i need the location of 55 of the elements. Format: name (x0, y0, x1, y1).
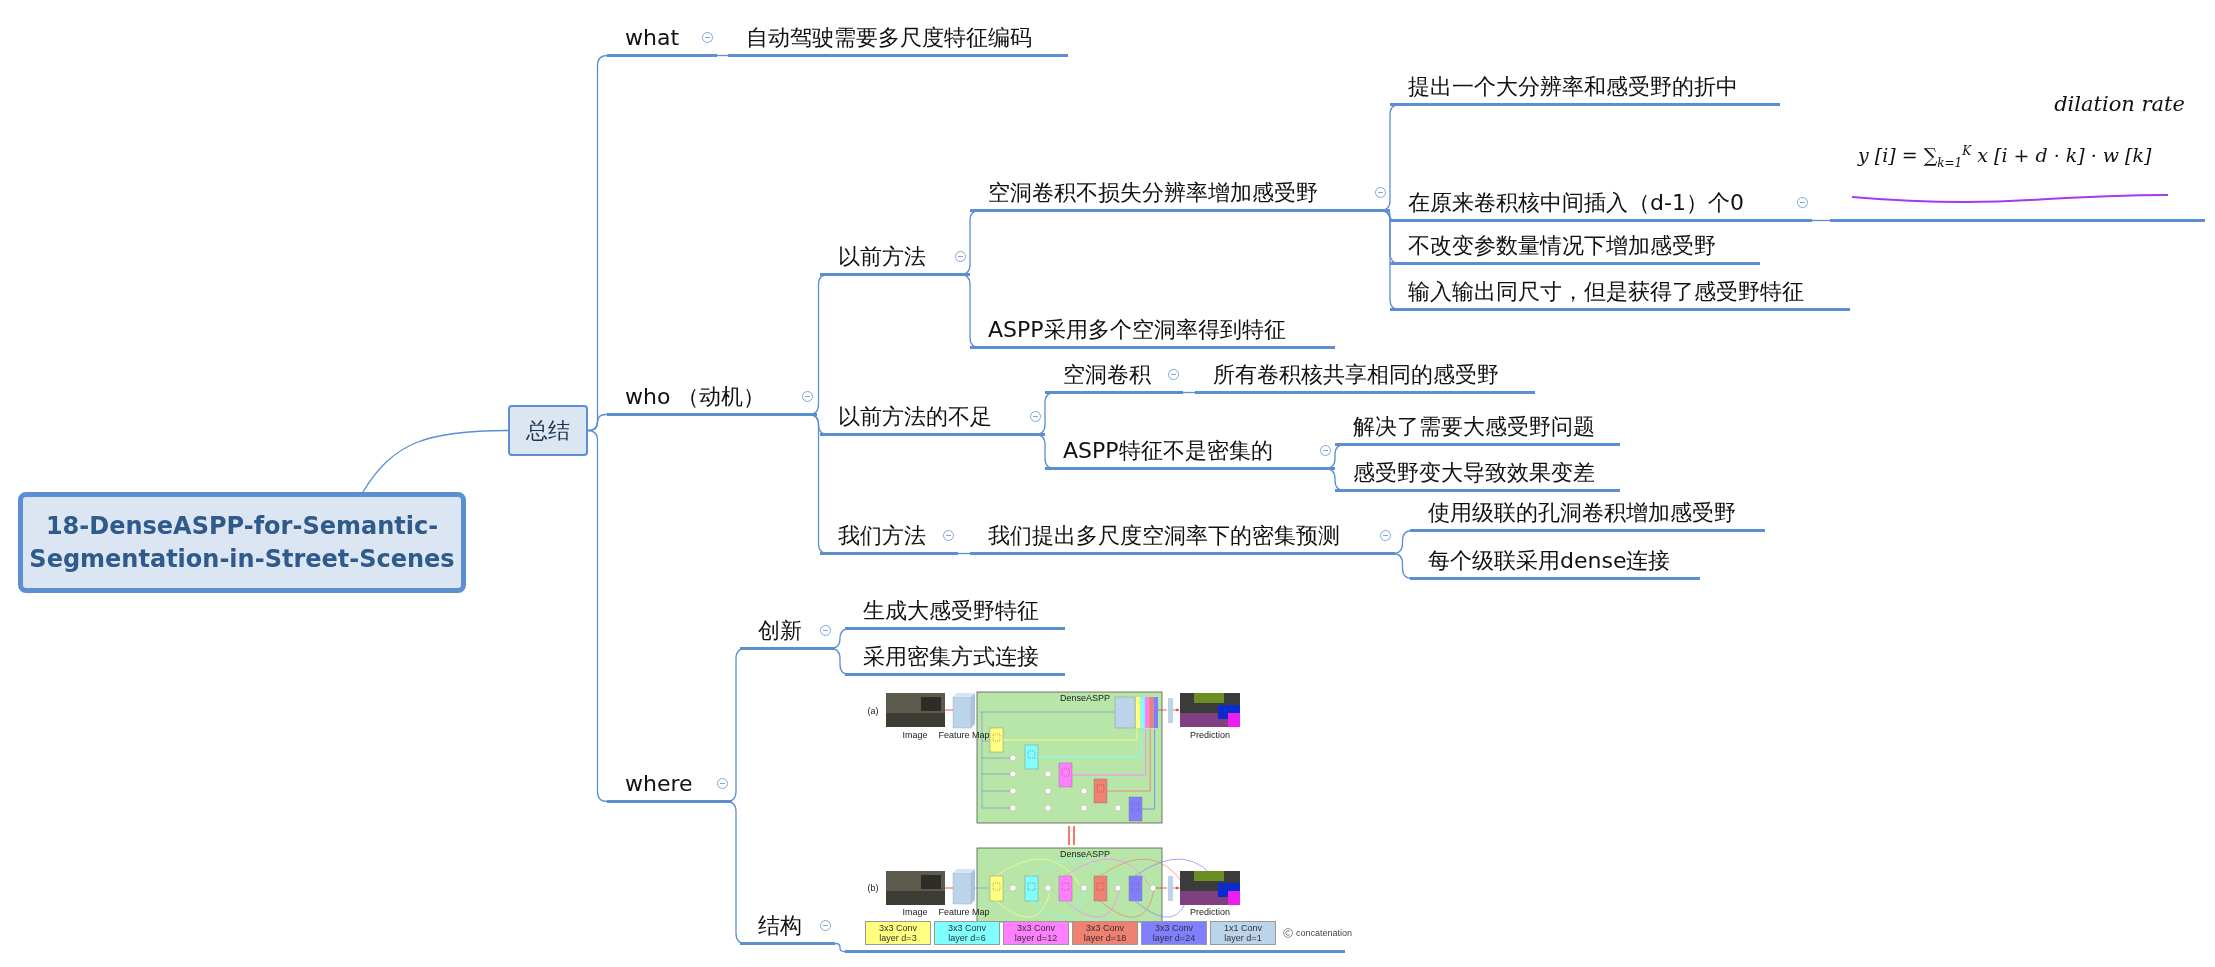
figure-label: Prediction (1190, 907, 1230, 917)
topic-text: 自动驾驶需要多尺度特征编码 (746, 23, 1032, 52)
topic-text: 创新 (758, 616, 802, 645)
legend-key: 3x3 Conv layer d=24 (1141, 921, 1207, 945)
legend-key: 3x3 Conv layer d=6 (934, 921, 1000, 945)
topic-text: where (625, 769, 693, 798)
root-topic-box (18, 492, 466, 593)
topic-text: 不改变参数量情况下增加感受野 (1408, 231, 1716, 260)
topic-text: 空洞卷积 (1063, 360, 1151, 389)
topic-text: 所有卷积核共享相同的感受野 (1213, 360, 1499, 389)
figure-label: Prediction (1190, 730, 1230, 740)
figure-label: Image (902, 730, 928, 740)
topic-text: 我们提出多尺度空洞率下的密集预测 (988, 521, 1340, 550)
topic-text: 每个级联采用dense连接 (1428, 546, 1671, 575)
handwritten-note: dilation rate (2054, 92, 2185, 116)
connector-line (586, 429, 609, 803)
topic-text: 空洞卷积不损失分辨率增加感受野 (988, 178, 1318, 207)
topic-text: 以前方法 (838, 242, 926, 271)
topic-text: 总结 (526, 416, 570, 445)
topic-text: 使用级联的孔洞卷积增加感受野 (1428, 498, 1736, 527)
connector-line (1182, 391, 1196, 394)
legend-key: 3x3 Conv layer d=12 (1003, 921, 1069, 945)
formula: y [i] = ∑$_{k=1}$$^{K}$ x [i + d · k] · w [k] (1858, 144, 2152, 171)
figure-label: Feature Map (938, 907, 990, 917)
topic-text: 以前方法的不足 (838, 402, 992, 431)
figure-label: DenseASPP (1060, 849, 1110, 859)
figure-label: Image (902, 907, 928, 917)
topic-text: 结构 (758, 911, 802, 940)
topic-text: ASPP采用多个空洞率得到特征 (988, 315, 1286, 344)
topic-text: 生成大感受野特征 (863, 596, 1039, 625)
topic-text: 解决了需要大感受野问题 (1353, 412, 1595, 441)
central-topic-box (508, 405, 588, 456)
connector-line (834, 942, 846, 953)
connector-line (362, 429, 509, 493)
topic-text: 采用密集方式连接 (863, 642, 1039, 671)
topic-text: what (625, 23, 680, 52)
legend-key: 3x3 Conv layer d=18 (1072, 921, 1138, 945)
figure-label: Feature Map (938, 730, 990, 740)
topic-text: ASPP特征不是密集的 (1063, 436, 1273, 465)
topic-text: who （动机） (625, 382, 766, 411)
connector-line (957, 552, 971, 555)
topic-text: 在原来卷积核中间插入（d-1）个0 (1408, 188, 1744, 217)
legend-key: 1x1 Conv layer d=1 (1210, 921, 1276, 945)
legend-text: concatenation (1296, 928, 1353, 938)
root-topic-text: 18-DenseASPP-for-Semantic-Segmentation-in-Street-Scenes (28, 510, 456, 575)
connector-line (1811, 219, 1831, 222)
topic-text: 感受野变大导致效果变差 (1353, 458, 1595, 487)
figure-label: (a) (867, 706, 879, 716)
legend-key: 3x3 Conv layer d=3 (865, 921, 931, 945)
figure-label: (b) (867, 883, 879, 893)
figure-label: DenseASPP (1060, 693, 1110, 703)
topic-text: 提出一个大分辨率和感受野的折中 (1408, 72, 1738, 101)
topic-text: 输入输出同尺寸，但是获得了感受野特征 (1408, 277, 1804, 306)
topic-text: 我们方法 (838, 521, 926, 550)
connector-line (716, 54, 729, 57)
